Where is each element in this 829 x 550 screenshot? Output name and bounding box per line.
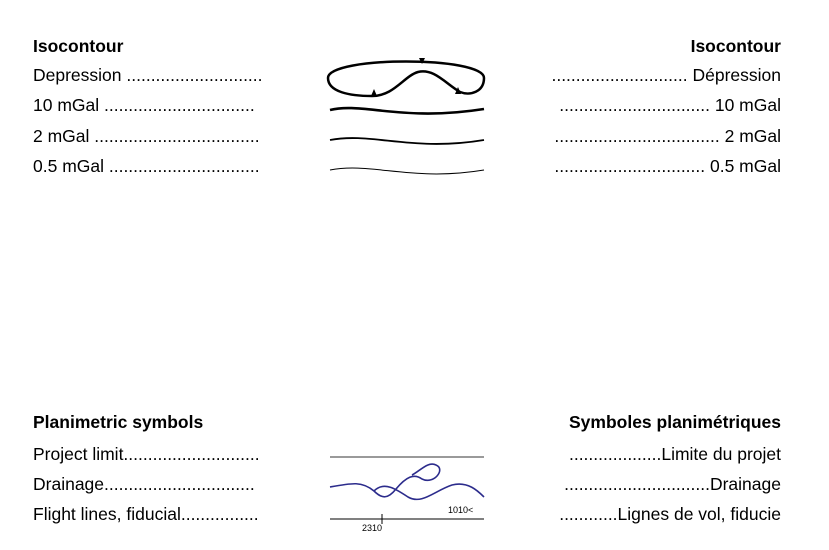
drainage-label-en: Drainage...............................	[33, 474, 255, 494]
planimetric-symbols: 1010< 2310	[329, 456, 485, 533]
drainage-symbol	[329, 463, 485, 501]
planimetric-title-fr: Symboles planimétriques	[568, 412, 781, 432]
contour-05mgal-label-fr: ............................... 0.5 mGal	[554, 156, 781, 176]
isocontour-title-fr: Isocontour	[690, 36, 781, 56]
project-limit-label-fr: ...................Limite du projet	[568, 444, 781, 464]
flight-lines-label-en: Flight lines, fiducial................	[33, 504, 259, 524]
contour-10mgal-label-fr: ............................... 10 mGal	[559, 95, 781, 115]
contour-2mgal-label-en: 2 mGal .................................…	[33, 126, 260, 146]
contour-2mgal-symbol	[329, 137, 485, 145]
project-limit-label-en: Project limit...........................…	[33, 444, 260, 464]
flight-line-label: 1010<	[448, 505, 473, 515]
contour-05mgal-symbol	[329, 167, 485, 175]
isocontour-symbols	[326, 58, 486, 175]
flight-lines-label-fr: ............Lignes de vol, fiducie	[559, 504, 781, 524]
flight-line-symbol: 1010< 2310	[330, 505, 484, 533]
drainage-label-fr: ..............................Drainage	[564, 474, 781, 494]
contour-05mgal-label-en: 0.5 mGal ...............................	[33, 156, 260, 176]
isocontour-title-en: Isocontour	[33, 36, 124, 56]
planimetric-title-en: Planimetric symbols	[33, 412, 204, 432]
depression-contour-symbol	[326, 58, 486, 98]
contour-2mgal-label-fr: .................................. 2 mGa…	[554, 126, 781, 146]
depression-label-fr: ............................ Dépression	[551, 65, 781, 85]
fiducial-label: 2310	[362, 523, 382, 533]
depression-label-en: Depression ............................	[33, 65, 263, 85]
contour-10mgal-symbol	[329, 106, 485, 115]
contour-10mgal-label-en: 10 mGal ...............................	[33, 95, 255, 115]
